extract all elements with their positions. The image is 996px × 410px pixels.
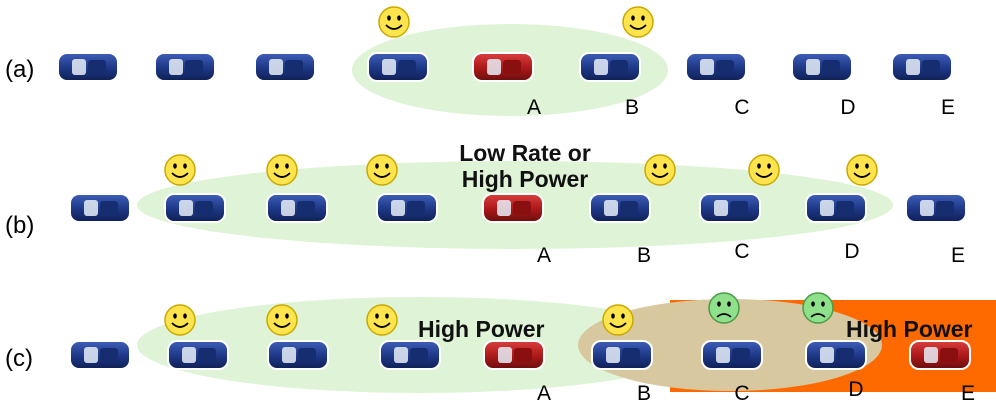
node-label-c-E: E: [960, 382, 975, 405]
node-label-c-A: A: [536, 382, 551, 405]
car-icon: [57, 52, 119, 82]
annotation-low-rate-or-high-power: Low Rate or High Power: [459, 140, 591, 192]
car-icon: [701, 340, 763, 370]
car-icon: [589, 193, 651, 223]
node-label-a-B: B: [624, 96, 639, 119]
sad-face-icon: [708, 292, 740, 324]
row-label-b: (b): [5, 212, 35, 239]
car-icon: [167, 340, 229, 370]
node-label-c-B: B: [636, 382, 651, 405]
car-icon: [69, 340, 131, 370]
car-icon: [266, 193, 328, 223]
annotation-high-power-left: High Power: [418, 316, 545, 342]
happy-face-icon: [622, 6, 654, 38]
happy-face-icon: [164, 304, 196, 336]
car-icon: [267, 340, 329, 370]
happy-face-icon: [748, 154, 780, 186]
car-icon: [154, 52, 216, 82]
node-label-a-C: C: [734, 96, 750, 119]
happy-face-icon: [846, 154, 878, 186]
row-label-c: (c): [5, 345, 33, 372]
car-icon: [472, 52, 534, 82]
node-label-a-A: A: [526, 96, 541, 119]
cars-layer: [57, 52, 971, 370]
node-label-a-E: E: [940, 96, 955, 119]
happy-face-icon: [644, 154, 676, 186]
happy-face-icon: [266, 304, 298, 336]
happy-face-icon: [266, 154, 298, 186]
happy-face-icon: [164, 154, 196, 186]
car-icon: [791, 52, 853, 82]
node-label-b-B: B: [636, 244, 651, 267]
node-label-c-D: D: [848, 378, 864, 401]
car-icon: [254, 52, 316, 82]
car-icon: [905, 193, 967, 223]
annotation-high-power-right: High Power: [846, 316, 973, 342]
node-label-b-E: E: [950, 244, 965, 267]
node-label-c-C: C: [734, 382, 750, 405]
node-label-a-D: D: [840, 96, 856, 119]
sad-face-icon: [802, 292, 834, 324]
car-icon: [367, 52, 429, 82]
node-label-b-A: A: [536, 244, 551, 267]
car-icon: [909, 340, 971, 370]
car-icon: [805, 340, 867, 370]
row-label-a: (a): [5, 56, 35, 83]
car-icon: [483, 340, 545, 370]
happy-face-icon: [378, 6, 410, 38]
car-icon: [69, 193, 131, 223]
car-icon: [164, 193, 226, 223]
node-label-b-D: D: [844, 240, 860, 263]
car-icon: [891, 52, 953, 82]
faces-layer: [164, 6, 878, 336]
car-icon: [805, 193, 867, 223]
car-icon: [379, 340, 441, 370]
car-icon: [376, 193, 438, 223]
node-label-b-C: C: [734, 240, 750, 263]
happy-face-icon: [366, 304, 398, 336]
car-icon: [579, 52, 641, 82]
happy-face-icon: [602, 304, 634, 336]
car-icon: [591, 340, 653, 370]
happy-face-icon: [366, 154, 398, 186]
car-icon: [482, 193, 544, 223]
car-icon: [699, 193, 761, 223]
car-icon: [685, 52, 747, 82]
